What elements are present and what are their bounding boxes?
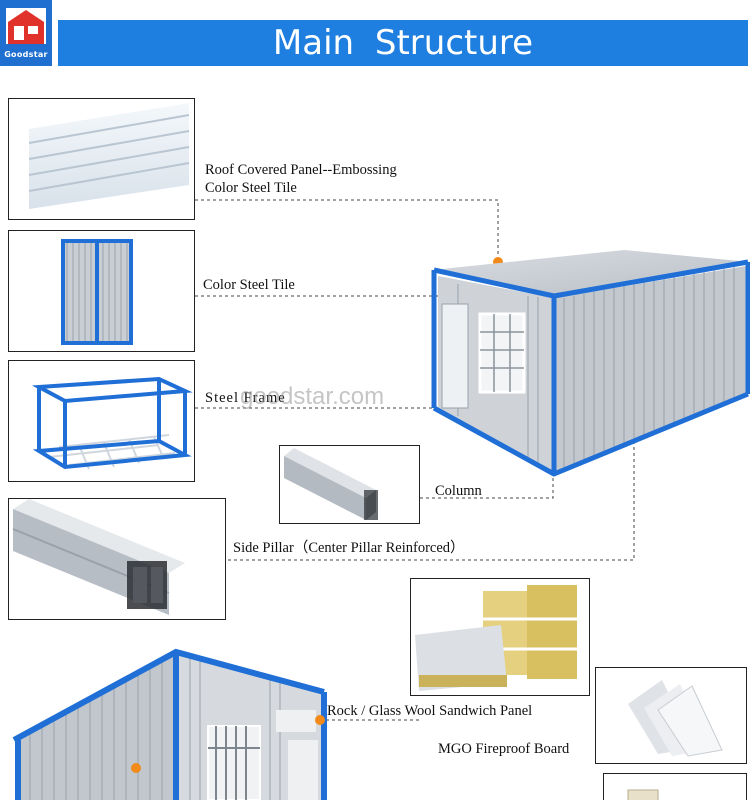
side-pillar-label: Side Pillar（Center Pillar Reinforced） [233,540,465,556]
title-banner [58,20,748,66]
bottom-container-illustration [12,648,327,800]
column-connector [420,393,554,499]
partial-image-bottom-right [603,773,747,800]
roof-label-line2: Color Steel Tile [205,180,297,196]
column-image [279,445,420,524]
sandwich-panel-image [410,578,590,696]
watermark: goodstar.com [240,383,385,410]
roof-label-line1: Roof Covered Panel--Embossing [205,162,397,178]
mgo-board-image [595,667,747,764]
logo-text: Goodstar [4,50,48,59]
mgo-label: MGO Fireproof Board [438,741,570,757]
page-title: Main Structure [272,23,534,63]
frame-label: Steel Frame [205,390,286,406]
column-label: Column [435,483,482,499]
wall-label: Color Steel Tile [203,277,295,293]
container-house-illustration [431,250,750,477]
side-pillar-image [8,498,226,620]
goodstar-logo [0,0,52,66]
roof-panel-image [8,98,195,220]
steel-frame-image [8,360,195,482]
wall-panel-image [8,230,195,352]
sandwich-label: Rock / Glass Wool Sandwich Panel [327,703,533,719]
roof-connector [195,199,499,262]
